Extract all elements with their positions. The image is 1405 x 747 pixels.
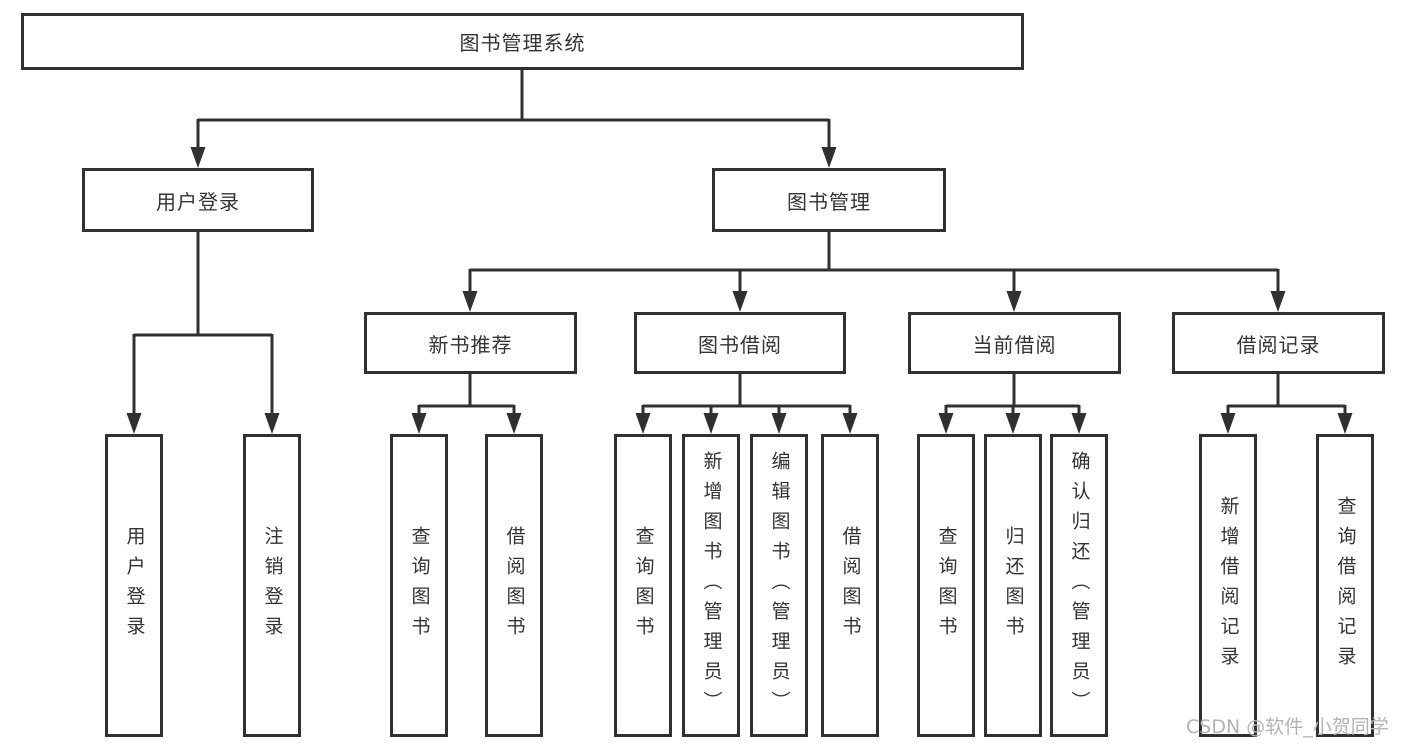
node-user-login: 用户登录 <box>82 168 314 232</box>
node-label: 新增借阅记录 <box>1217 495 1240 676</box>
node-new-book-recommend: 新书推荐 <box>364 312 577 374</box>
node-label: 查询图书 <box>408 525 431 646</box>
arrowhead-icon <box>821 147 837 168</box>
arrowhead-icon <box>1006 291 1022 312</box>
node-book-borrow: 图书借阅 <box>634 312 846 374</box>
node-label: 新增图书（管理员） <box>700 450 723 721</box>
leaf-borrow-add-books-admin: 新增图书（管理员） <box>682 434 740 737</box>
node-label: 确认归还（管理员） <box>1068 450 1091 721</box>
node-label: 借阅图书 <box>503 525 526 646</box>
node-label: 图书管理 <box>787 189 871 214</box>
node-root: 图书管理系统 <box>21 13 1024 70</box>
arrowhead-icon <box>938 413 954 434</box>
leaf-records-add-record: 新增借阅记录 <box>1199 434 1257 737</box>
node-label: 新书推荐 <box>428 332 513 357</box>
leaf-logout: 注销登录 <box>243 434 301 737</box>
node-label: 查询借阅记录 <box>1334 495 1357 676</box>
arrowhead-icon <box>506 413 522 434</box>
leaf-records-query-record: 查询借阅记录 <box>1316 434 1374 737</box>
node-label: 编辑图书（管理员） <box>768 450 791 721</box>
arrowhead-icon <box>462 291 478 312</box>
arrowhead-icon <box>1270 291 1286 312</box>
arrowhead-icon <box>126 413 142 434</box>
node-label: 查询图书 <box>632 525 655 646</box>
connector-borrow-records-to-leaves <box>1220 374 1353 434</box>
arrowhead-icon <box>732 291 748 312</box>
node-label: 图书管理系统 <box>459 31 586 55</box>
arrowhead-icon <box>635 413 651 434</box>
arrowhead-icon <box>411 413 427 434</box>
connector-new-books-to-leaves <box>411 374 522 434</box>
node-label: 用户登录 <box>156 189 240 214</box>
arrowhead-icon <box>1005 413 1021 434</box>
leaf-current-return-books: 归还图书 <box>984 434 1042 737</box>
connector-user-login-to-leaves <box>126 232 280 434</box>
csdn-watermark: CSDN @软件_小贺同学 <box>1186 716 1389 738</box>
connector-book-mgmt-to-level3 <box>462 232 1286 312</box>
arrowhead-icon <box>190 147 206 168</box>
leaf-borrow-query-books: 查询图书 <box>614 434 672 737</box>
node-label: 用户登录 <box>123 525 146 646</box>
node-label: 注销登录 <box>261 525 284 646</box>
arrowhead-icon <box>771 413 787 434</box>
connector-current-borrow-to-leaves <box>938 374 1087 434</box>
node-label: 查询图书 <box>935 525 958 646</box>
arrowhead-icon <box>842 413 858 434</box>
node-label: 图书借阅 <box>698 332 782 357</box>
leaf-current-query-books: 查询图书 <box>917 434 975 737</box>
leaf-borrow-edit-books-admin: 编辑图书（管理员） <box>750 434 808 737</box>
node-label: 归还图书 <box>1002 525 1025 646</box>
arrowhead-icon <box>703 413 719 434</box>
node-label: 当前借阅 <box>972 332 1057 357</box>
connector-root-to-level2 <box>190 70 837 168</box>
node-label: 借阅图书 <box>839 525 862 646</box>
leaf-current-confirm-return-admin: 确认归还（管理员） <box>1050 434 1108 737</box>
node-current-borrow: 当前借阅 <box>908 312 1121 374</box>
arrowhead-icon <box>1071 413 1087 434</box>
leaf-borrow-borrow-books: 借阅图书 <box>821 434 879 737</box>
leaf-user-login: 用户登录 <box>105 434 163 737</box>
arrowhead-icon <box>1220 413 1236 434</box>
node-borrow-records: 借阅记录 <box>1172 312 1385 374</box>
node-book-management: 图书管理 <box>712 168 946 232</box>
leaf-newbooks-borrow-books: 借阅图书 <box>485 434 543 737</box>
leaf-newbooks-query-books: 查询图书 <box>390 434 448 737</box>
connector-book-borrow-to-leaves <box>635 374 858 434</box>
arrowhead-icon <box>264 413 280 434</box>
node-label: 借阅记录 <box>1236 332 1321 357</box>
arrowhead-icon <box>1337 413 1353 434</box>
